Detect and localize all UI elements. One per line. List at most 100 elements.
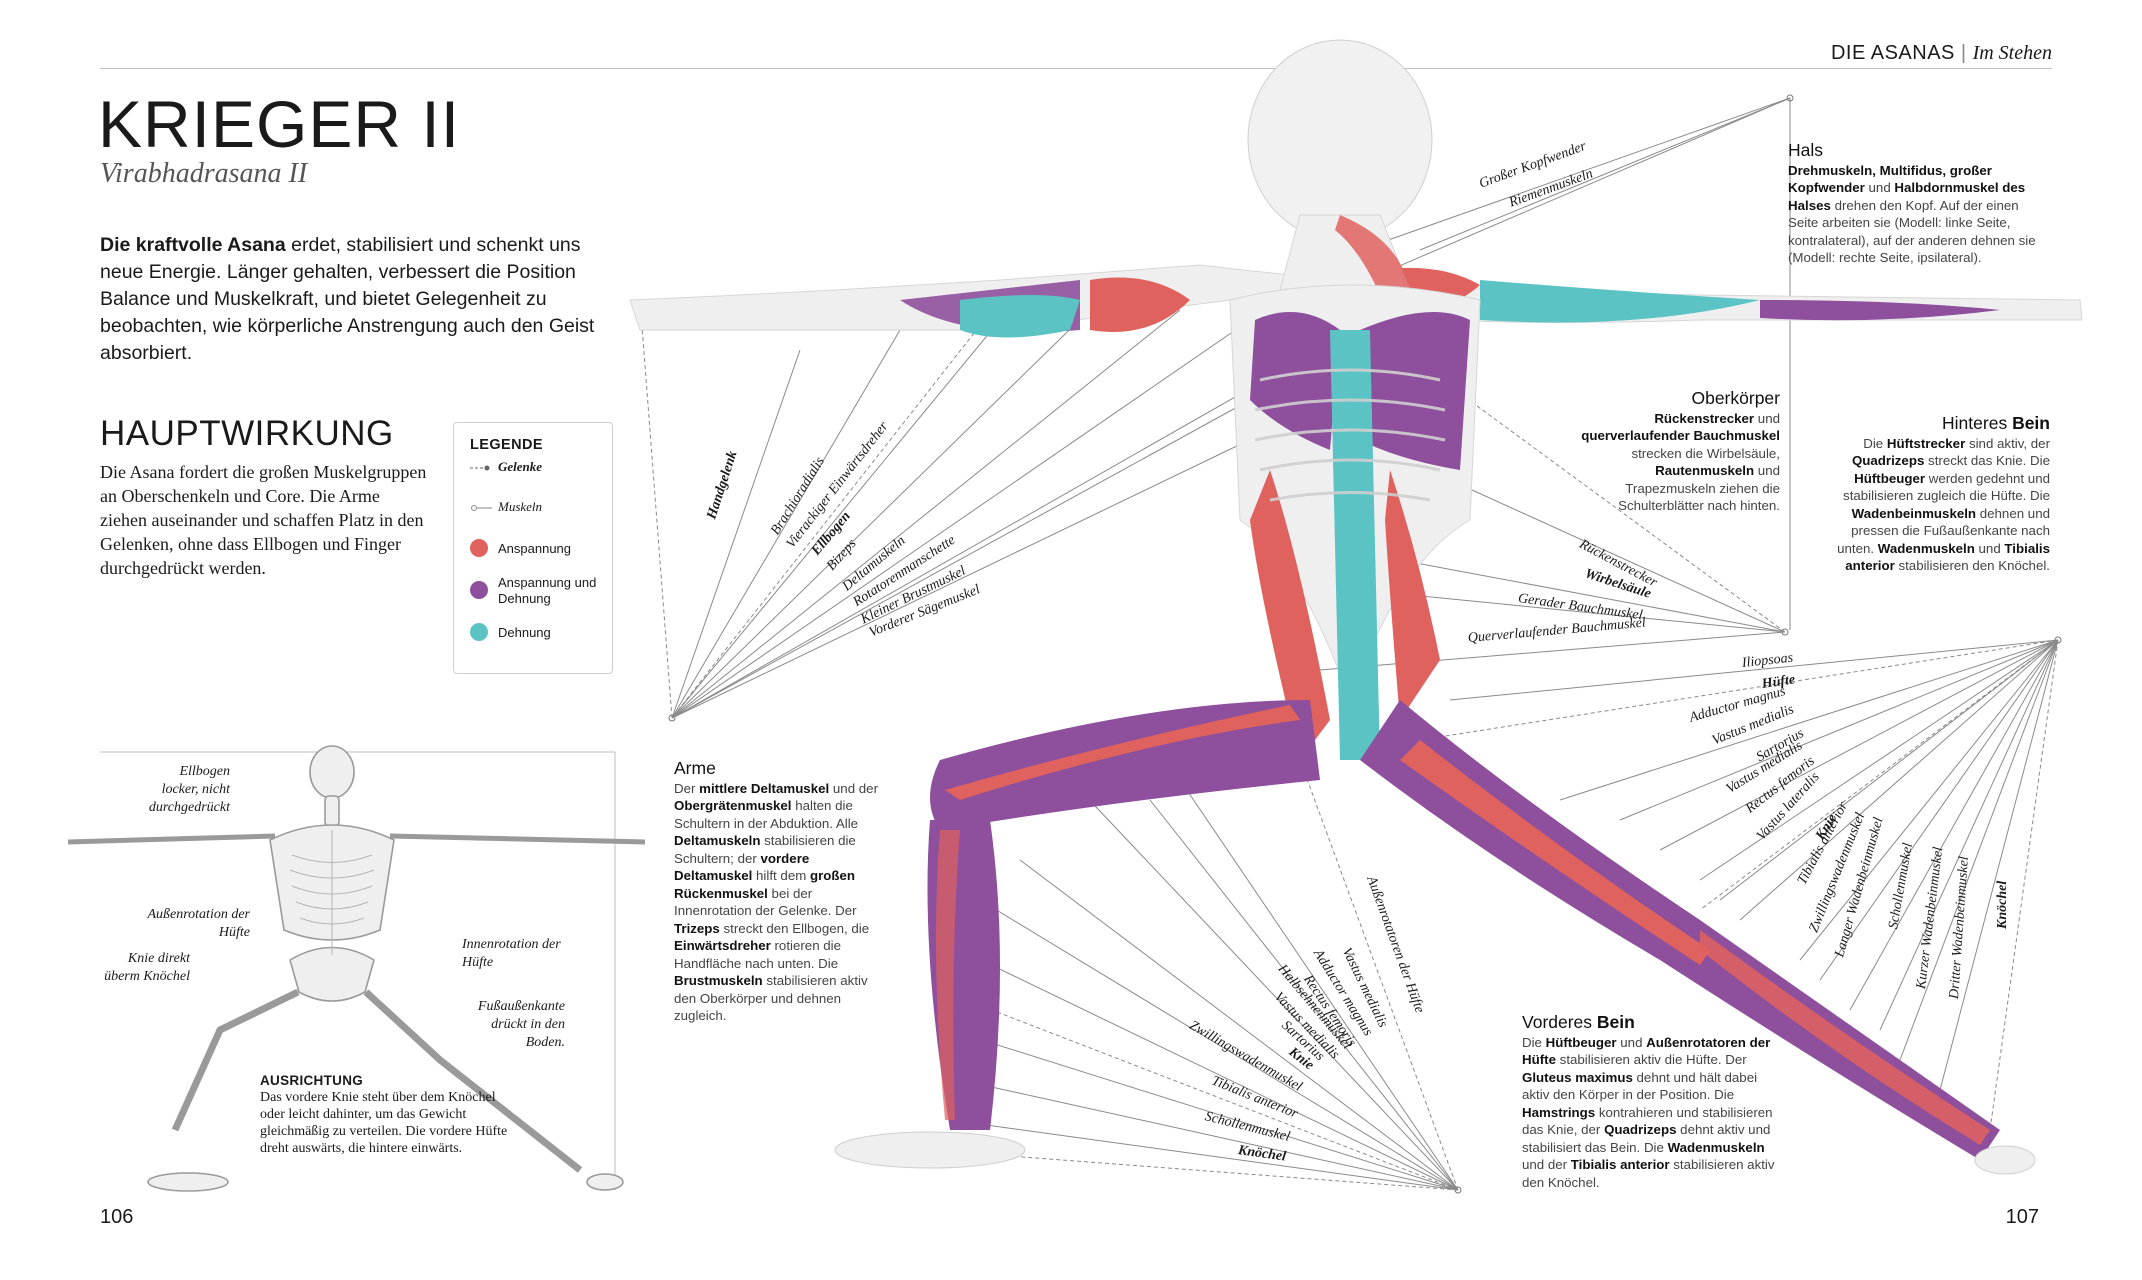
vorderes-bein-run: Wadenmuskeln [1667,1139,1765,1155]
legend-box: LEGENDE Gelenke Muskeln Anspannung Anspa… [453,422,613,674]
leader-line [671,399,1251,719]
arme-run: halten die Schultern in der Abduktion. A… [674,798,859,831]
hinteres-bein-run: Hüftstrecker [1886,435,1966,451]
arme-run: mittlere Deltamuskel [699,780,830,796]
hals-block: Hals Drehmuskeln, Multifidus, großer Kop… [1788,141,2038,267]
body-silhouette [629,39,2083,1175]
leader-line [1819,639,2059,981]
anatomy-label: Knöchel [1995,880,2010,929]
vorderes-bein-run: Hamstrings [1522,1104,1596,1120]
ausrichtung-block: AUSRICHTUNG Das vordere Knie steht über … [260,1072,520,1157]
hinteres-bein-run: Hüftbeuger [1854,470,1926,486]
vorderes-bein-run: Die [1522,1034,1546,1050]
anspannung-dehnung-dot [470,581,488,599]
vorderes-bein-run: kontrahieren und stabilisieren das Knie,… [1522,1104,1773,1138]
hals-text: Drehmuskeln, Multifidus, großer Kopfwend… [1788,163,2036,266]
running-header: DIE ASANAS|Im Stehen [1831,42,2052,65]
anspannung-dot [470,539,488,557]
arme-run: großen Rückenmuskel [674,868,856,901]
oberkoerper-block: Oberkörper Rückenstrecker und querverlau… [1580,389,1780,515]
leader-line [1359,589,1786,633]
dehnung-dot [470,623,488,641]
leader-line [639,299,673,719]
skeleton-label-innenrotation: Innenrotation der Hüfte [462,937,561,970]
vorderes-bein-text: Die Hüftbeuger und Außenrotatoren der Hü… [1522,1035,1775,1190]
joint-line-icon [470,465,490,471]
hals-run: Drehmuskeln, Multifidus, großer Kopfwend… [1788,162,1992,196]
page-subtitle: Virabhadrasana II [100,158,308,189]
hinteres-bein-run: streckt das Knie. Die [1924,453,2050,468]
intro-bold: Die kraftvolle Asana [100,234,286,256]
skeleton-label-ellbogen: Ellbogen locker, nicht durchgedrückt [148,764,230,815]
skeleton-label-knie: Knie direkt überm Knöchel [104,951,190,984]
hinteres-bein-title-a: Hinteres [1942,413,2013,433]
leader-line [1389,97,1791,271]
leader-line [671,299,1101,719]
vorderes-bein-title-b: Bein [1596,1012,1635,1032]
vorderes-bein-title-a: Vorderes [1522,1012,1597,1032]
skeleton-label-fuss: Fußaußenkante drückt in den Boden. [477,999,565,1050]
vorderes-bein-title: Vorderes Bein [1522,1012,1777,1032]
legend-item-anspannung: Anspannung [498,541,572,556]
vorderes-bein-run: Außenrotatoren der Hüfte [1522,1034,1771,1068]
legend-item-anspannung-dehnung: Anspannung und Dehnung [498,575,597,606]
hinteres-bein-run: Wadenbeinmuskeln [1851,505,1977,521]
leader-line [671,319,1251,719]
leader-line [671,309,1181,719]
oberkoerper-text: Rückenstrecker und querverlaufender Bauc… [1581,411,1780,514]
intro-rest: erdet, stabilisiert und schenkt uns neue… [100,234,595,364]
hinteres-bein-run: sind aktiv, der [1965,435,2050,451]
hinteres-bein-run: und [1974,540,2005,556]
hals-run: drehen den Kopf. Auf der einen Seite arb… [1788,197,2036,266]
leader-line [1619,639,2059,821]
leader-line [1939,639,2059,1091]
hinteres-bein-run: Quadrizeps [1851,453,1925,468]
oberkoerper-run: und Trapezmuskeln ziehen die Schulterblä… [1618,463,1780,513]
hals-run: und [1864,180,1895,195]
leader-line [1419,97,1791,251]
leader-line [959,1079,1459,1191]
leader-line [1179,779,1459,1191]
hinteres-bein-title: Hinteres Bein [1836,413,2050,433]
legend-muskeln: Muskeln [498,499,543,514]
legend-gelenke: Gelenke [498,459,543,474]
leader-line [1019,859,1459,1191]
hauptwirkung-text: Die Asana fordert die großen Muskelgrupp… [100,462,427,578]
leader-line [1359,97,1791,251]
arme-run: Der [674,780,700,796]
page-number-right: 107 [2005,1206,2039,1228]
leader-line [671,319,1001,719]
arme-text: Der mittlere Deltamuskel und der Obergrä… [674,781,878,1024]
leader-line [671,349,801,719]
leader-line [671,299,1001,719]
arme-run: Obergrätenmuskel [674,798,792,813]
arme-run: bei der Innenrotation der Gelenke. Der [674,885,857,919]
hinteres-bein-run: Die [1863,435,1887,451]
arme-run: streckt den Ellbogen, die [719,920,870,936]
hinteres-bein-run: Tibialis anterior [1845,540,2050,574]
leader-line [1699,639,2059,881]
hinteres-bein-title-b: Bein [2012,413,2050,433]
leader-line [1449,479,1786,633]
hinteres-bein-block: Hinteres Bein Die Hüftstrecker sind akti… [1836,413,2050,575]
vorderes-bein-run: Hüftbeuger [1545,1034,1617,1050]
leader-line [1719,639,2059,901]
hinteres-bein-run: werden gedehnt und stabilisieren zugleic… [1843,470,2050,504]
vorderes-bein-run: und der [1522,1157,1571,1172]
arme-run: Einwärtsdreher [674,938,771,953]
leader-line [1739,639,2059,921]
oberkoerper-run: Rautenmuskeln [1655,463,1755,478]
leader-line [979,899,1459,1191]
leader-line [1799,639,2059,961]
leader-line [1989,639,2059,1131]
vorderes-bein-run: Quadrizeps [1604,1122,1677,1137]
hinteres-bein-text: Die Hüftstrecker sind aktiv, der Quadriz… [1837,436,2050,574]
oberkoerper-run: und [1754,410,1780,426]
arme-run: stabilisieren aktiv den Oberkörper und d… [674,973,868,1023]
hinteres-bein-run: stabilisieren den Knöchel. [1894,558,2050,573]
vorderes-bein-run: und [1616,1034,1647,1050]
page-number-left: 106 [100,1206,134,1228]
oberkoerper-run: Rückenstrecker [1654,410,1755,426]
leader-line [1299,759,1459,1191]
